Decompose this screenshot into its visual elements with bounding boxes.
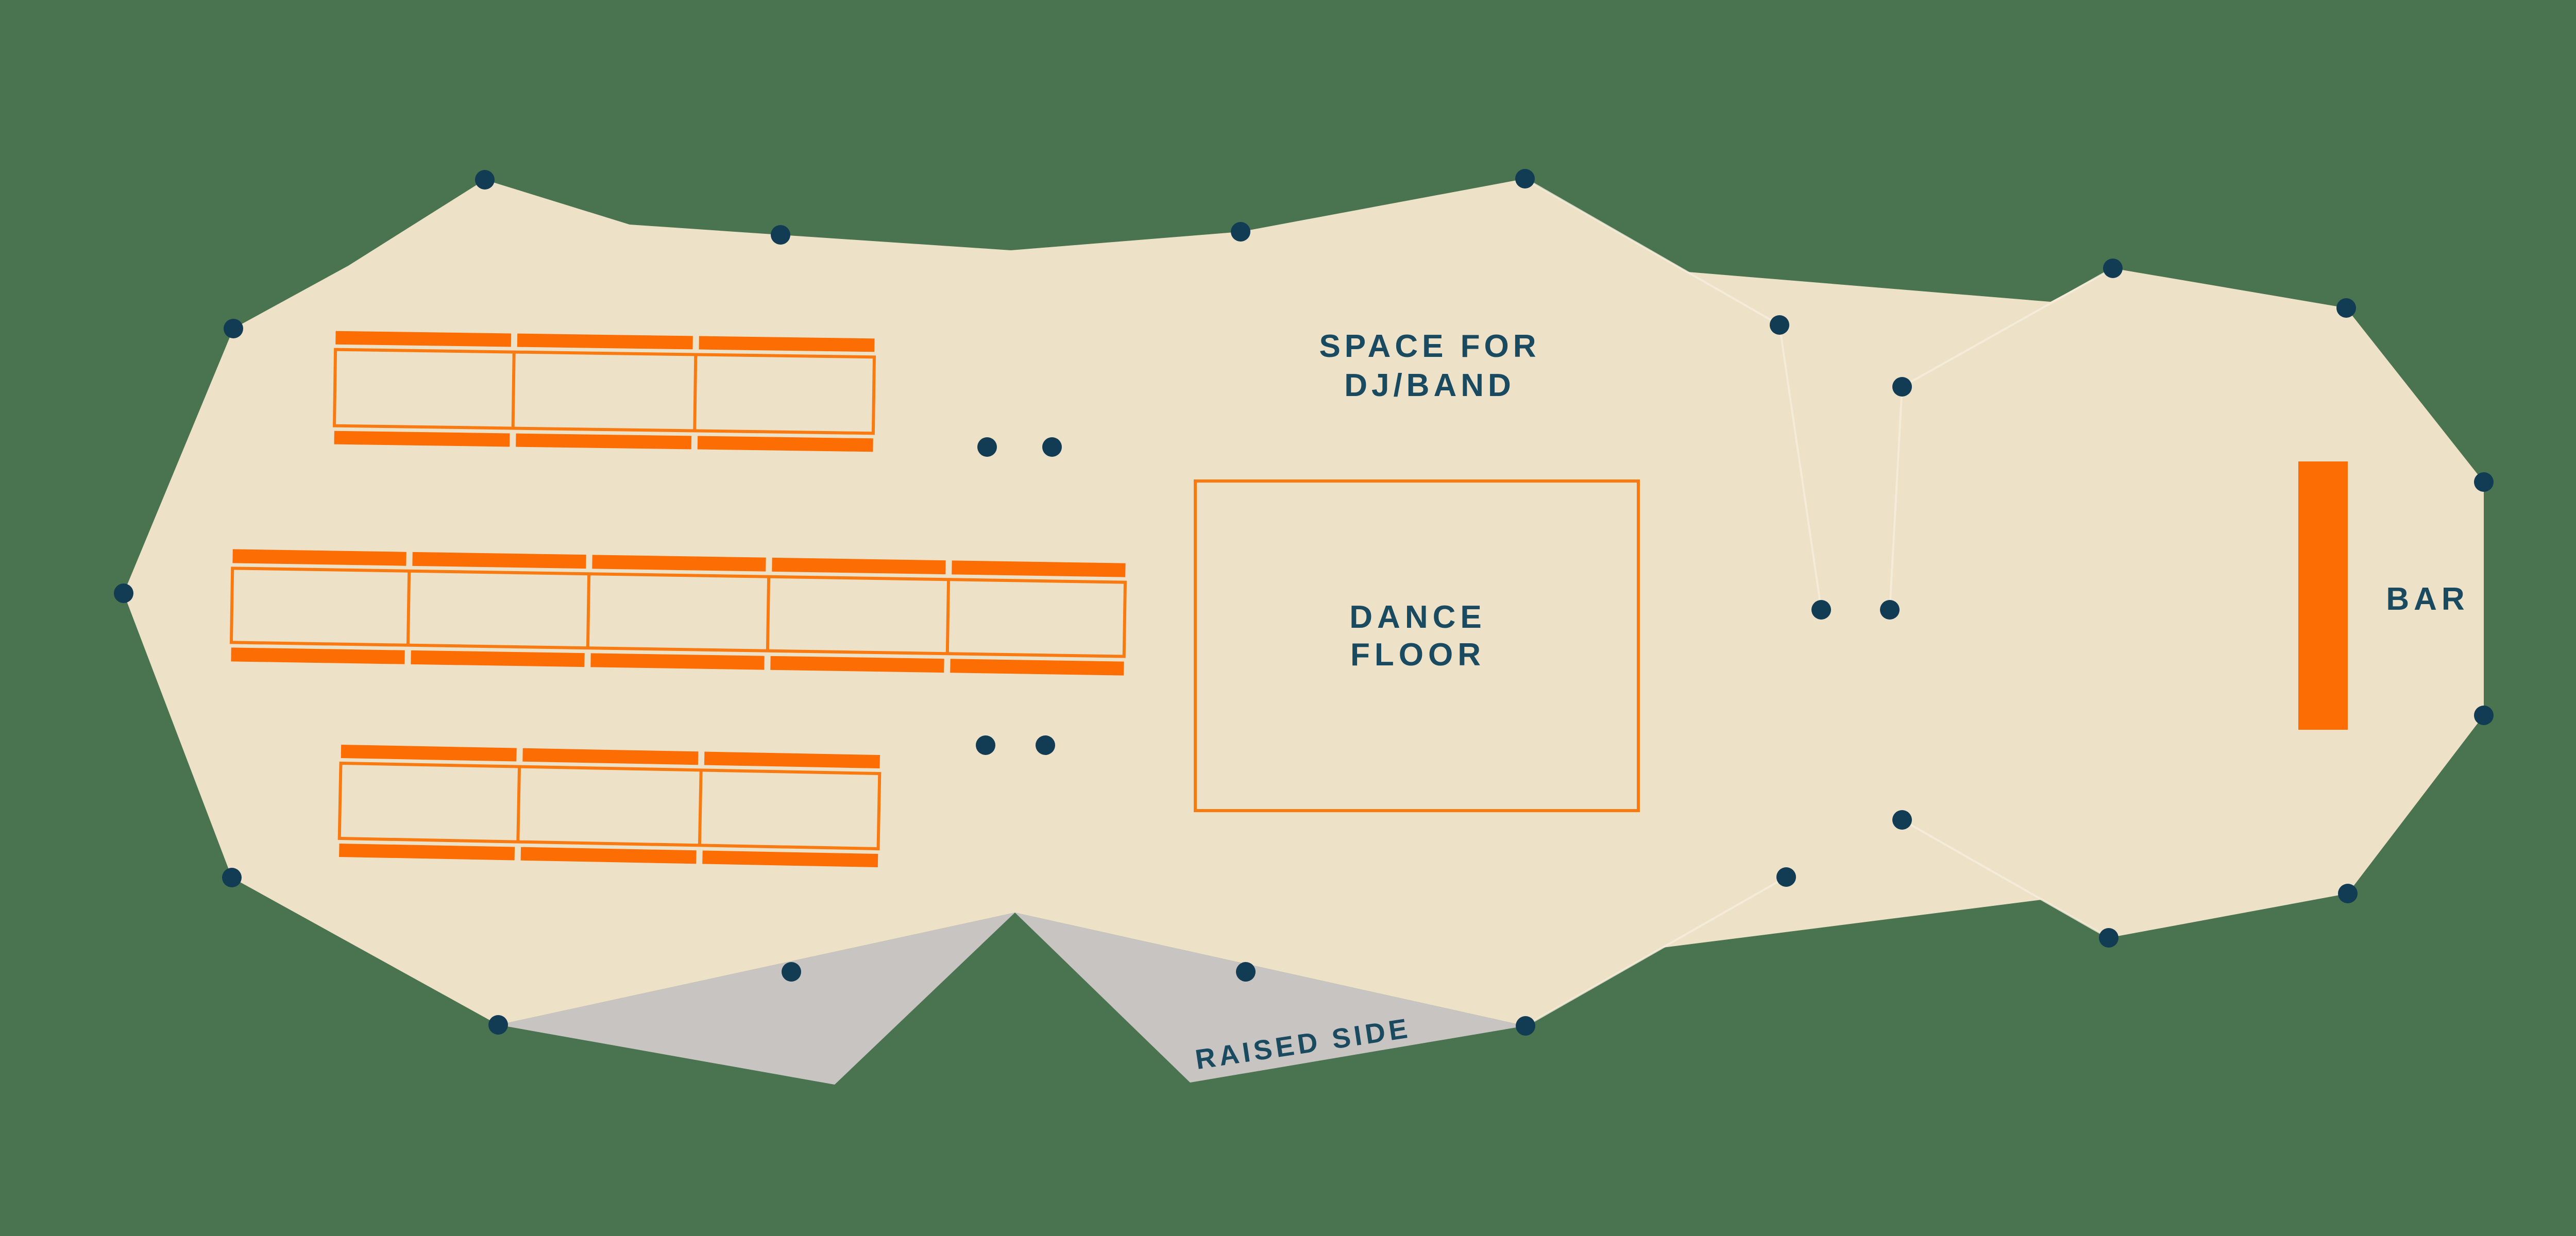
bench-row-bottom (520, 847, 697, 864)
raised-side-flap-right (1015, 913, 1526, 1083)
tent-seam-line (1525, 876, 1787, 1027)
dj-band-label-line: SPACE FOR (1319, 329, 1540, 364)
bench-row-top (704, 751, 880, 769)
tent-pole-anchor (224, 319, 243, 338)
tent-pole-anchor (2474, 472, 2494, 492)
bench-row-bottom (339, 843, 515, 861)
bench-row-top (335, 331, 512, 347)
tent-pole-interior (1892, 377, 1912, 397)
tent-pole-anchor (2099, 928, 2119, 948)
table-outline (229, 566, 1127, 658)
table-divider (511, 352, 516, 428)
tent-seam-line (1902, 819, 2109, 939)
bar-label: BAR (2386, 581, 2469, 617)
dj-band-label: SPACE FOR DJ/BAND (1319, 329, 1540, 403)
tent-seam-line (1902, 267, 2113, 388)
table-divider (693, 354, 698, 431)
bench-row-top (232, 549, 406, 566)
tent-pole-interior (1880, 600, 1900, 620)
tent-pole-interior (1036, 735, 1055, 755)
bench-row-top (772, 557, 946, 575)
tent-pole-anchor (475, 170, 495, 190)
tent-pole-interior (976, 735, 995, 755)
tent-pole-anchor (2338, 884, 2358, 903)
bench-row-bottom (590, 653, 765, 670)
banquet-tables-top-left (332, 331, 876, 452)
dj-band-label-line: DJ/BAND (1344, 368, 1515, 403)
table-divider (406, 571, 411, 645)
tent-pole-interior (1892, 810, 1912, 830)
bar-label-line: BAR (2386, 581, 2469, 617)
bench-row-bottom (950, 659, 1124, 676)
bench-row-bottom (231, 647, 405, 664)
bench-row-bottom (411, 650, 585, 667)
table-outline (337, 761, 882, 851)
tent-seam-line (1778, 324, 1822, 610)
dance-floor-label-line: FLOOR (1350, 637, 1485, 673)
bench-row-top (412, 552, 586, 569)
table-divider (516, 766, 521, 842)
tent-pole-anchor (1515, 169, 1535, 188)
tent-pole-anchor (782, 962, 801, 982)
tent-pole-interior (1042, 437, 1062, 457)
tent-pole-anchor (222, 868, 242, 887)
tent-pole-anchor (771, 225, 790, 245)
banquet-tables-bottom-left (337, 744, 882, 868)
tent-pole-interior (1811, 600, 1831, 620)
bench-row-top (341, 744, 517, 762)
bench-row-bottom (516, 433, 692, 450)
table-divider (698, 770, 703, 846)
bench-row-bottom (770, 656, 944, 673)
bar-counter (2298, 461, 2348, 730)
bench-row-top (592, 555, 766, 572)
bench-row-top (522, 748, 699, 765)
table-divider (945, 579, 951, 654)
bench-row-top (952, 560, 1126, 577)
tent-canvas (124, 179, 2484, 1026)
tent-pole-anchor (1231, 222, 1250, 242)
bench-row-top (699, 336, 875, 352)
tent-seam-line (1889, 386, 1903, 610)
tent-pole-anchor (488, 1015, 508, 1035)
dance-floor-area (1194, 479, 1640, 812)
banquet-tables-middle-left (229, 549, 1127, 676)
tent-pole-interior (977, 437, 997, 457)
tent-pole-anchor (2103, 259, 2123, 278)
table-divider (586, 574, 591, 648)
bench-row-top (517, 333, 693, 350)
tent-pole-anchor (114, 583, 133, 603)
tent-seam-line (1524, 178, 1780, 326)
bench-row-bottom (334, 431, 510, 447)
table-outline (332, 348, 876, 435)
tent-pole-anchor (1516, 1016, 1535, 1036)
dance-floor-label-line: DANCE (1349, 599, 1486, 635)
tent-pole-anchor (2336, 298, 2356, 318)
raised-side-flap-left (498, 913, 1015, 1085)
table-divider (766, 576, 771, 651)
tent-pole-anchor (1236, 962, 1256, 982)
tent-pole-anchor (2474, 706, 2494, 725)
tent-pole-interior (1776, 867, 1796, 887)
tent-pole-interior (1770, 315, 1789, 335)
bench-row-bottom (702, 850, 878, 868)
bench-row-bottom (697, 436, 873, 452)
